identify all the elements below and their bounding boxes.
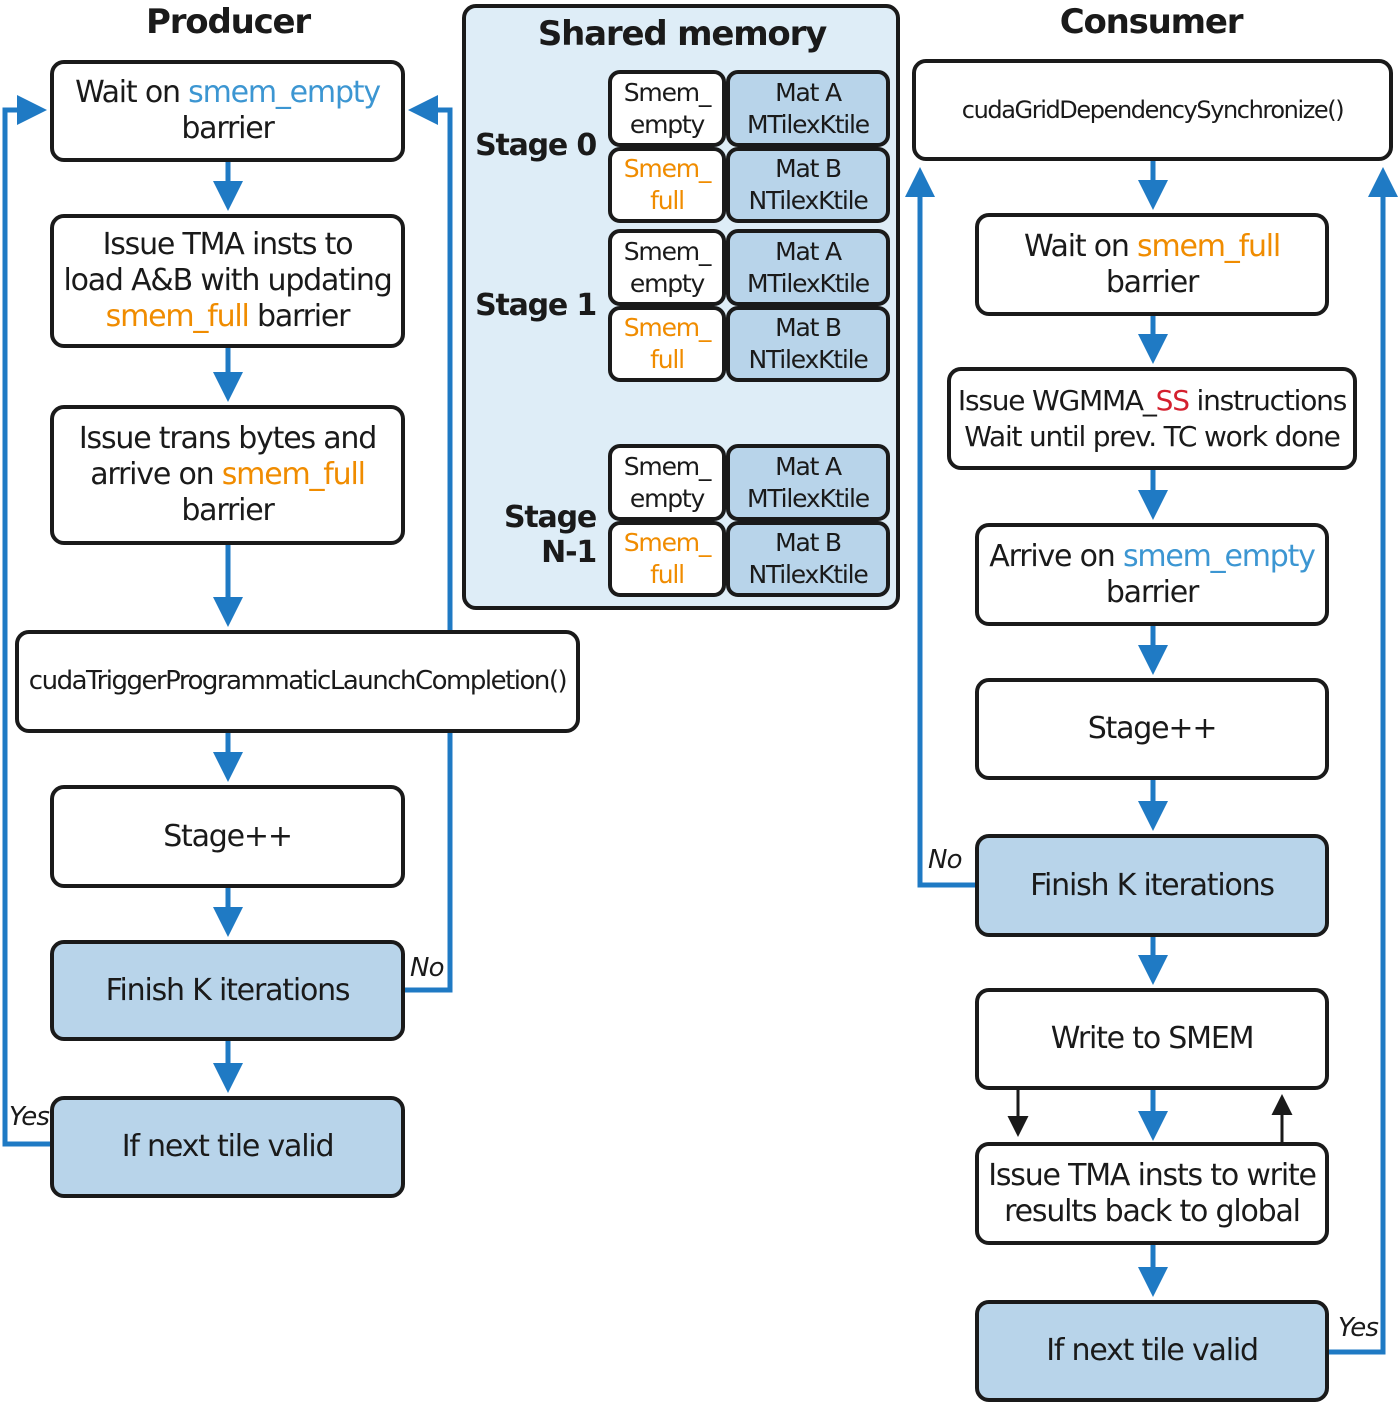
- loop-producer-no: [405, 95, 453, 993]
- producer-yes-label: Yes: [9, 1102, 50, 1132]
- consumer-yes-label: Yes: [1338, 1313, 1379, 1343]
- consumer-wait-full-node: Wait on smem_full barrier: [975, 213, 1329, 316]
- producer-trigger-node: cudaTriggerProgrammaticLaunchCompletion(…: [15, 630, 580, 733]
- cell-text: Smem_: [623, 236, 712, 266]
- node-text: load A&B with updating: [63, 263, 392, 298]
- cell-text: MTilexKtile: [747, 268, 870, 298]
- stage-n-1-mat-b-cell: Mat B NTilexKtile: [726, 521, 890, 597]
- consumer-stage-increment-node: Stage++: [975, 678, 1329, 780]
- cell-text: NTilexKtile: [748, 560, 868, 589]
- node-text: Wait on: [75, 75, 189, 110]
- consumer-write-smem-node: Write to SMEM: [975, 988, 1329, 1090]
- stage-n-1-smem-empty-cell: Smem_empty: [608, 444, 726, 521]
- node-text: Issue WGMMA_: [957, 383, 1157, 417]
- stage-n-1-smem-full-cell: Smem_full: [608, 521, 726, 597]
- smem-empty-keyword: smem_empty: [1122, 538, 1316, 574]
- node-text: barrier: [181, 111, 275, 146]
- cell-text: empty: [629, 109, 705, 139]
- smem-full-keyword: smem_full: [105, 299, 250, 334]
- node-text: barrier: [181, 493, 275, 528]
- producer-finish-k-node: Finish K iterations: [50, 940, 405, 1041]
- producer-stage-increment-node: Stage++: [50, 785, 405, 888]
- loop-consumer-yes: [1329, 167, 1398, 1355]
- cell-text: Smem_: [623, 451, 712, 481]
- consumer-next-tile-node: If next tile valid: [975, 1300, 1329, 1402]
- stage-1-mat-b-cell: Mat B NTilexKtile: [726, 306, 890, 382]
- node-text: Arrive on: [989, 538, 1123, 574]
- cell-text: Smem_: [623, 313, 712, 342]
- consumer-grid-sync-node: cudaGridDependencySynchronize(): [912, 59, 1393, 161]
- stage-1-smem-full-cell: Smem_full: [608, 306, 726, 382]
- cell-text: NTilexKtile: [748, 345, 868, 374]
- consumer-title: Consumer: [1059, 2, 1244, 42]
- stage-1-smem-empty-cell: Smem_empty: [608, 229, 726, 306]
- cell-text: Mat A: [775, 77, 842, 107]
- producer-title: Producer: [146, 2, 311, 42]
- stage-0-smem-empty-cell: Smem_empty: [608, 70, 726, 147]
- producer-next-tile-node: If next tile valid: [50, 1096, 405, 1198]
- cell-text: Mat A: [775, 451, 842, 481]
- node-text: instructions: [1188, 383, 1348, 417]
- node-text: Issue TMA insts to write: [988, 1157, 1317, 1193]
- cell-text: MTilexKtile: [747, 483, 870, 513]
- stage-0-smem-full-cell: Smem_full: [608, 147, 726, 223]
- loop-producer-yes: [2, 95, 50, 1147]
- node-text: Issue trans bytes and: [78, 421, 377, 456]
- stage-n-1-label: Stage N-1: [503, 500, 597, 570]
- cell-text: full: [650, 345, 685, 374]
- cell-text: Smem_: [623, 77, 712, 107]
- node-text: Wait until prev. TC work done: [964, 419, 1341, 453]
- cell-text: empty: [629, 268, 705, 298]
- stage-0-label: Stage 0: [475, 128, 597, 163]
- cell-text: MTilexKtile: [747, 109, 870, 139]
- stage-0-mat-b-cell: Mat B NTilexKtile: [726, 147, 890, 223]
- producer-no-label: No: [410, 953, 445, 983]
- consumer-finish-k-node: Finish K iterations: [975, 834, 1329, 937]
- cell-text: Mat B: [775, 528, 842, 557]
- node-text: barrier: [1105, 574, 1200, 610]
- node-text: Issue TMA insts to: [102, 227, 354, 262]
- cell-text: Smem_: [623, 154, 712, 183]
- loop-consumer-no: [905, 167, 975, 888]
- node-text: Wait on: [1023, 228, 1138, 264]
- node-text: barrier: [1105, 264, 1200, 300]
- cell-text: full: [650, 186, 685, 215]
- cell-text: Mat A: [775, 236, 842, 266]
- ss-keyword: SS: [1155, 383, 1190, 417]
- stage-1-label: Stage 1: [475, 288, 597, 323]
- cell-text: Smem_: [623, 528, 712, 557]
- shared-memory-title: Shared memory: [537, 14, 827, 54]
- node-text: results back to global: [1004, 1193, 1301, 1229]
- cell-text: NTilexKtile: [748, 186, 868, 215]
- cell-text: Mat B: [775, 313, 842, 342]
- cell-text: Mat B: [775, 154, 842, 183]
- consumer-no-label: No: [928, 845, 963, 875]
- smem-empty-keyword: smem_empty: [188, 75, 381, 110]
- smem-full-keyword: smem_full: [1137, 228, 1281, 264]
- cell-text: empty: [629, 483, 705, 513]
- smem-full-keyword: smem_full: [221, 457, 366, 492]
- cell-text: full: [650, 560, 685, 589]
- node-text: barrier: [248, 299, 351, 334]
- node-text: arrive on: [90, 457, 222, 492]
